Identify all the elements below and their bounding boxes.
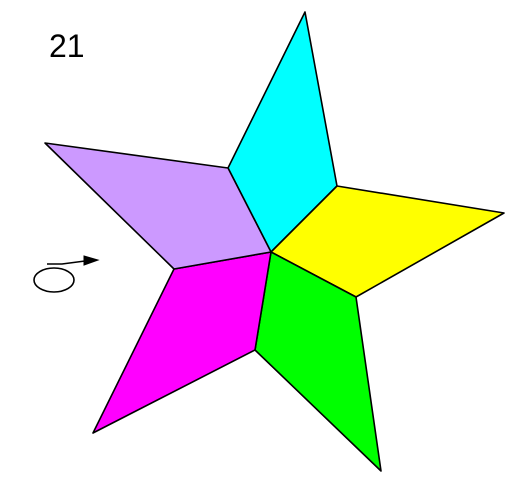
rhombus-upper-left — [44, 142, 272, 270]
rotation-arrow-icon — [33, 255, 100, 293]
page-number: 21 — [49, 28, 85, 64]
rhombus-lower-left — [92, 251, 272, 434]
